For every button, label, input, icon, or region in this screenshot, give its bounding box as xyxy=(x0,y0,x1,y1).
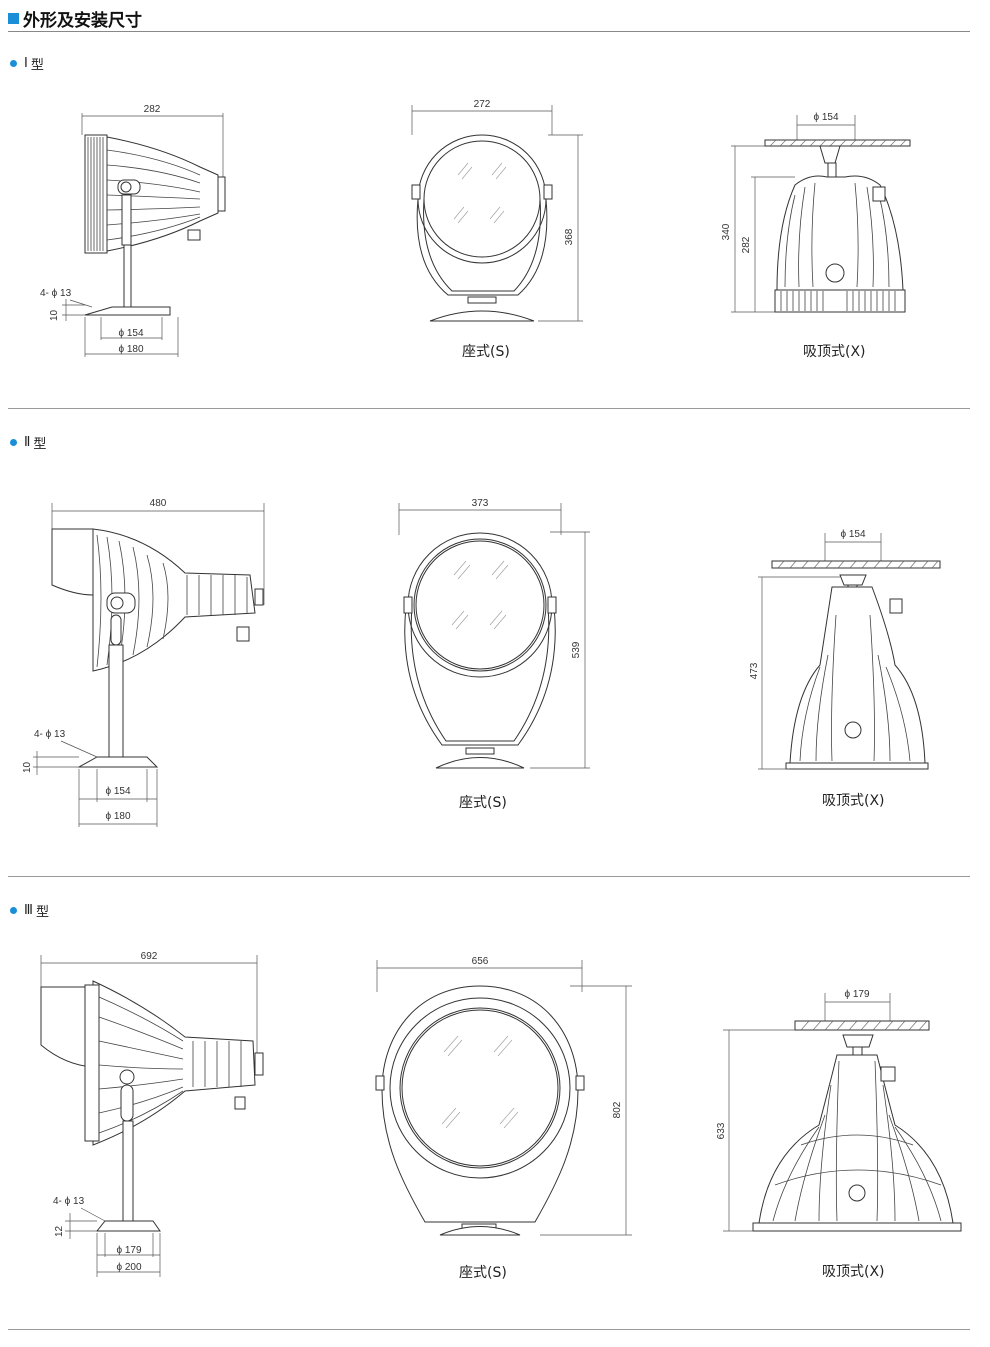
dim-height: 368 xyxy=(564,228,575,245)
page-title-text: 外形及安装尺寸 xyxy=(23,11,142,31)
dim-width: 480 xyxy=(150,498,167,509)
type-roman: Ⅲ xyxy=(24,903,33,918)
section-divider xyxy=(8,1329,970,1330)
dim-d: ϕ 154 xyxy=(813,112,839,123)
dim-holes: 4- ϕ 13 xyxy=(53,1196,85,1207)
dim-d1: ϕ 154 xyxy=(118,328,144,339)
type2-seat-caption: 座式(S) xyxy=(459,795,507,811)
section-divider xyxy=(8,408,970,409)
type2-seat-view: 373 539 xyxy=(398,498,590,769)
dim-d2: ϕ 200 xyxy=(116,1262,142,1273)
title-square-icon xyxy=(8,13,19,24)
type3-ceiling-caption: 吸顶式(X) xyxy=(822,1264,885,1280)
section-label-type-3: Ⅲ 型 xyxy=(10,901,49,920)
type3-ceiling-view: ϕ 179 633 xyxy=(716,989,962,1232)
dim-width: 692 xyxy=(141,951,158,962)
section-label-type-2: Ⅱ 型 xyxy=(10,433,46,452)
dim-holes: 4- ϕ 13 xyxy=(40,288,72,299)
type3-seat-caption: 座式(S) xyxy=(459,1265,507,1281)
title-divider xyxy=(8,31,970,32)
dim-height: 10 xyxy=(49,309,60,321)
type-word: 型 xyxy=(33,437,47,452)
dim-width: 272 xyxy=(474,99,491,110)
dim-height: 12 xyxy=(54,1225,65,1237)
dim-d2: ϕ 180 xyxy=(105,811,131,822)
dim-holes: 4- ϕ 13 xyxy=(34,729,66,740)
type-roman: Ⅱ xyxy=(24,435,31,450)
dim-d1: ϕ 179 xyxy=(116,1245,142,1256)
dim-h1: 473 xyxy=(749,662,760,679)
type2-side-view: 480 4- ϕ 13 10 ϕ 154 ϕ 180 xyxy=(22,498,265,827)
bullet-icon xyxy=(10,439,17,446)
type-word: 型 xyxy=(35,905,49,920)
dim-height: 10 xyxy=(22,761,33,773)
dim-h1: 340 xyxy=(721,223,732,240)
type2-ceiling-caption: 吸顶式(X) xyxy=(822,793,885,809)
type1-side-view: 282 4- ϕ 13 10 ϕ 154 ϕ 180 xyxy=(40,104,226,357)
section-divider xyxy=(8,876,970,877)
type3-side-view: 692 4- ϕ 13 12 ϕ 179 ϕ 200 xyxy=(40,951,264,1277)
type-roman: Ⅰ xyxy=(24,56,28,71)
dim-height: 802 xyxy=(612,1101,623,1118)
dim-h1: 633 xyxy=(716,1122,727,1139)
dim-d: ϕ 179 xyxy=(844,989,870,1000)
page-title: 外形及安装尺寸 xyxy=(8,6,142,31)
type1-ceiling-caption: 吸顶式(X) xyxy=(803,344,866,360)
type1-ceiling-view: ϕ 154 340 282 xyxy=(721,112,911,313)
dim-d2: ϕ 180 xyxy=(118,344,144,355)
bullet-icon xyxy=(10,60,17,67)
type1-seat-view: 272 368 xyxy=(411,99,583,322)
dim-d1: ϕ 154 xyxy=(105,786,131,797)
section-label-type-1: Ⅰ 型 xyxy=(10,54,44,73)
dim-width: 656 xyxy=(472,956,489,967)
dim-width: 373 xyxy=(472,498,489,509)
dim-height: 539 xyxy=(571,641,582,658)
type3-seat-view: 656 802 xyxy=(375,956,632,1236)
dim-h2: 282 xyxy=(741,236,752,253)
dim-d: ϕ 154 xyxy=(840,529,866,540)
dim-width: 282 xyxy=(144,104,161,115)
bullet-icon xyxy=(10,907,17,914)
type-word: 型 xyxy=(30,58,44,73)
type1-seat-caption: 座式(S) xyxy=(462,344,510,360)
type2-ceiling-view: ϕ 154 473 xyxy=(749,529,941,770)
